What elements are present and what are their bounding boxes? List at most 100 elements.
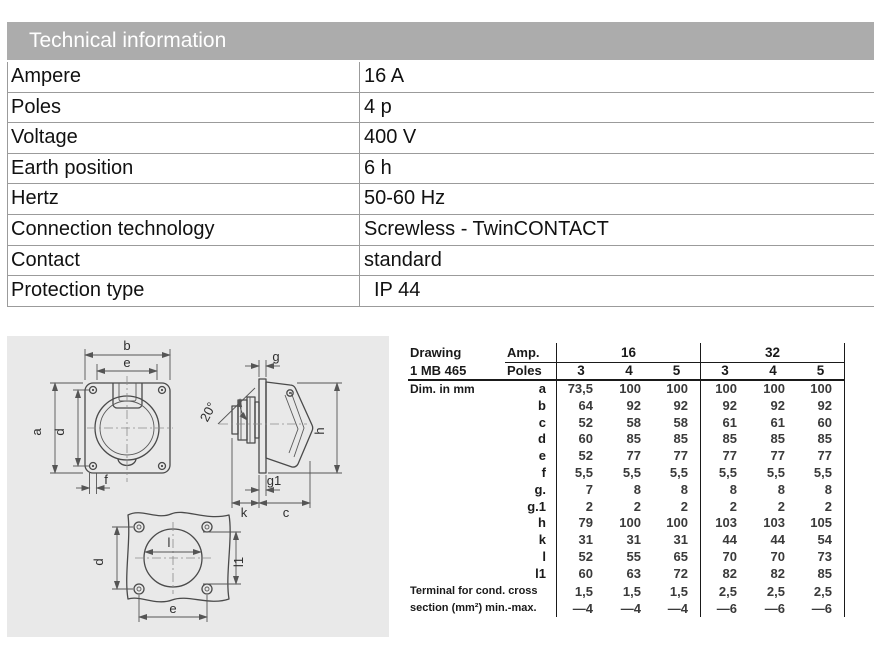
dim-value: 82: [722, 565, 737, 581]
dim-value: 82: [770, 565, 785, 581]
dim-value: 100: [715, 381, 737, 396]
dim-value: 100: [797, 381, 845, 398]
dim-value: 100: [763, 381, 785, 396]
dim-value: 60: [797, 414, 845, 432]
dim-e: e: [96, 355, 158, 380]
dim-value: 52: [578, 548, 593, 564]
dim-note-empty: [408, 465, 505, 482]
dim-label-f: f: [104, 472, 108, 487]
section-header: Technical information: [7, 22, 874, 60]
dim-label-d: d: [52, 428, 67, 435]
dim-row-g: g. 7 8 8 8 8 8: [408, 481, 845, 499]
dim-note-empty: [408, 566, 505, 583]
dim-note-empty: [408, 532, 505, 549]
dim-label-l1: l1: [231, 557, 246, 567]
technical-drawing: b e a d: [29, 338, 342, 622]
dim-g: g: [245, 349, 280, 377]
amp-group-32: 32: [701, 343, 845, 363]
dim-value: 60: [578, 565, 593, 581]
dim-note-empty: [408, 482, 505, 499]
dim-k-c: k c: [231, 438, 311, 520]
dim-value: 8: [729, 481, 737, 497]
dim-g1: g1: [245, 473, 281, 496]
dim-value: 92: [653, 397, 701, 415]
dim-value: 5,5: [766, 464, 785, 480]
dim-h: h: [268, 382, 342, 474]
dim-letter: l: [505, 548, 557, 566]
dim-value: 100: [653, 515, 701, 533]
dim-value: 8: [633, 481, 641, 497]
spec-row-voltage: Voltage 400 V: [8, 123, 874, 154]
dim-value: 2: [777, 498, 785, 514]
dim-value: 64: [578, 397, 593, 413]
terminal-value: 1,5: [622, 583, 641, 599]
spec-value: 6 h: [359, 153, 874, 184]
dim-value: 2: [653, 498, 701, 516]
dim-value: 85: [626, 431, 641, 447]
dim-value: 31: [626, 532, 641, 548]
dim-value: 100: [619, 381, 641, 396]
dim-value: 5,5: [653, 464, 701, 482]
dim-row-d: d 60 85 85 85 85 85: [408, 431, 845, 449]
dim-value: 100: [619, 515, 641, 531]
side-view: 20° g g1: [197, 349, 342, 520]
drawing-panel: b e a d: [7, 336, 389, 637]
dim-letter: h: [505, 515, 557, 533]
dim-value: 2: [585, 498, 593, 514]
dim-value: 77: [770, 448, 785, 464]
dim-value: 70: [722, 548, 737, 564]
dim-letter: g.1: [505, 498, 557, 516]
dim-letter: g.: [505, 481, 557, 499]
dim-row-h: h 79 100 100 103 103 105: [408, 515, 845, 533]
spec-row-contact: Contact standard: [8, 245, 874, 277]
dim-value: 58: [653, 414, 701, 432]
terminal-row-max: section (mm²) min.-max. —4 —4 —4 —6 —6 —…: [408, 599, 845, 617]
dim-value: 92: [626, 397, 641, 413]
dim-table-header-poles: 1 MB 465 Poles 3 4 5 3 4 5: [408, 362, 845, 381]
dim-label-a: a: [29, 428, 44, 436]
dim-table-header-amp: Drawing Amp. 16 32: [408, 343, 845, 363]
dim-letter: c: [505, 414, 557, 432]
poles-column-header: Poles: [505, 362, 557, 380]
pole-col: 4: [769, 363, 777, 378]
terminal-value: —6: [716, 600, 737, 616]
dim-value: 77: [653, 448, 701, 465]
dim-row-g1: g.1 2 2 2 2 2 2: [408, 498, 845, 516]
dim-value: 61: [770, 414, 785, 430]
dim-note-empty: [408, 515, 505, 532]
dim-letter: d: [505, 431, 557, 449]
pole-col: 5: [653, 362, 701, 380]
dim-value: 60: [578, 431, 593, 447]
dim-note-empty: [408, 415, 505, 432]
terminal-value: 2,5: [766, 583, 785, 599]
dim-value: 92: [722, 397, 737, 413]
dim-note-empty: [408, 448, 505, 465]
dim-value: 8: [777, 481, 785, 497]
spec-row-hertz: Hertz 50-60 Hz: [8, 184, 874, 215]
dim-value: 2: [797, 498, 845, 516]
dim-value: 52: [578, 448, 593, 464]
bottom-cutout-view: d l1 l e: [91, 511, 246, 622]
dim-label-h: h: [312, 427, 327, 434]
dim-value: 77: [797, 448, 845, 465]
dim-value: 77: [626, 448, 641, 464]
terminal-value: —6: [764, 600, 785, 616]
dim-value: 73: [797, 548, 845, 566]
pole-col: 3: [721, 363, 729, 378]
dim-letter: k: [505, 532, 557, 549]
dim-letter: b: [505, 397, 557, 415]
dim-value: 55: [626, 548, 641, 564]
dim-value: 70: [770, 548, 785, 564]
dim-value: 44: [722, 532, 737, 548]
dim-label-angle: 20°: [197, 400, 219, 424]
spec-row-earth-position: Earth position 6 h: [8, 153, 874, 185]
dim-value: 103: [715, 515, 737, 531]
dim-label-b: b: [123, 338, 130, 353]
dim-value: 92: [770, 397, 785, 413]
dim-value: 5,5: [622, 464, 641, 480]
dim-label-g: g: [272, 349, 279, 364]
dim-value: 105: [797, 515, 845, 533]
dim-table-title-line2: 1 MB 465: [410, 363, 467, 378]
terminal-value: 1,5: [653, 582, 701, 600]
